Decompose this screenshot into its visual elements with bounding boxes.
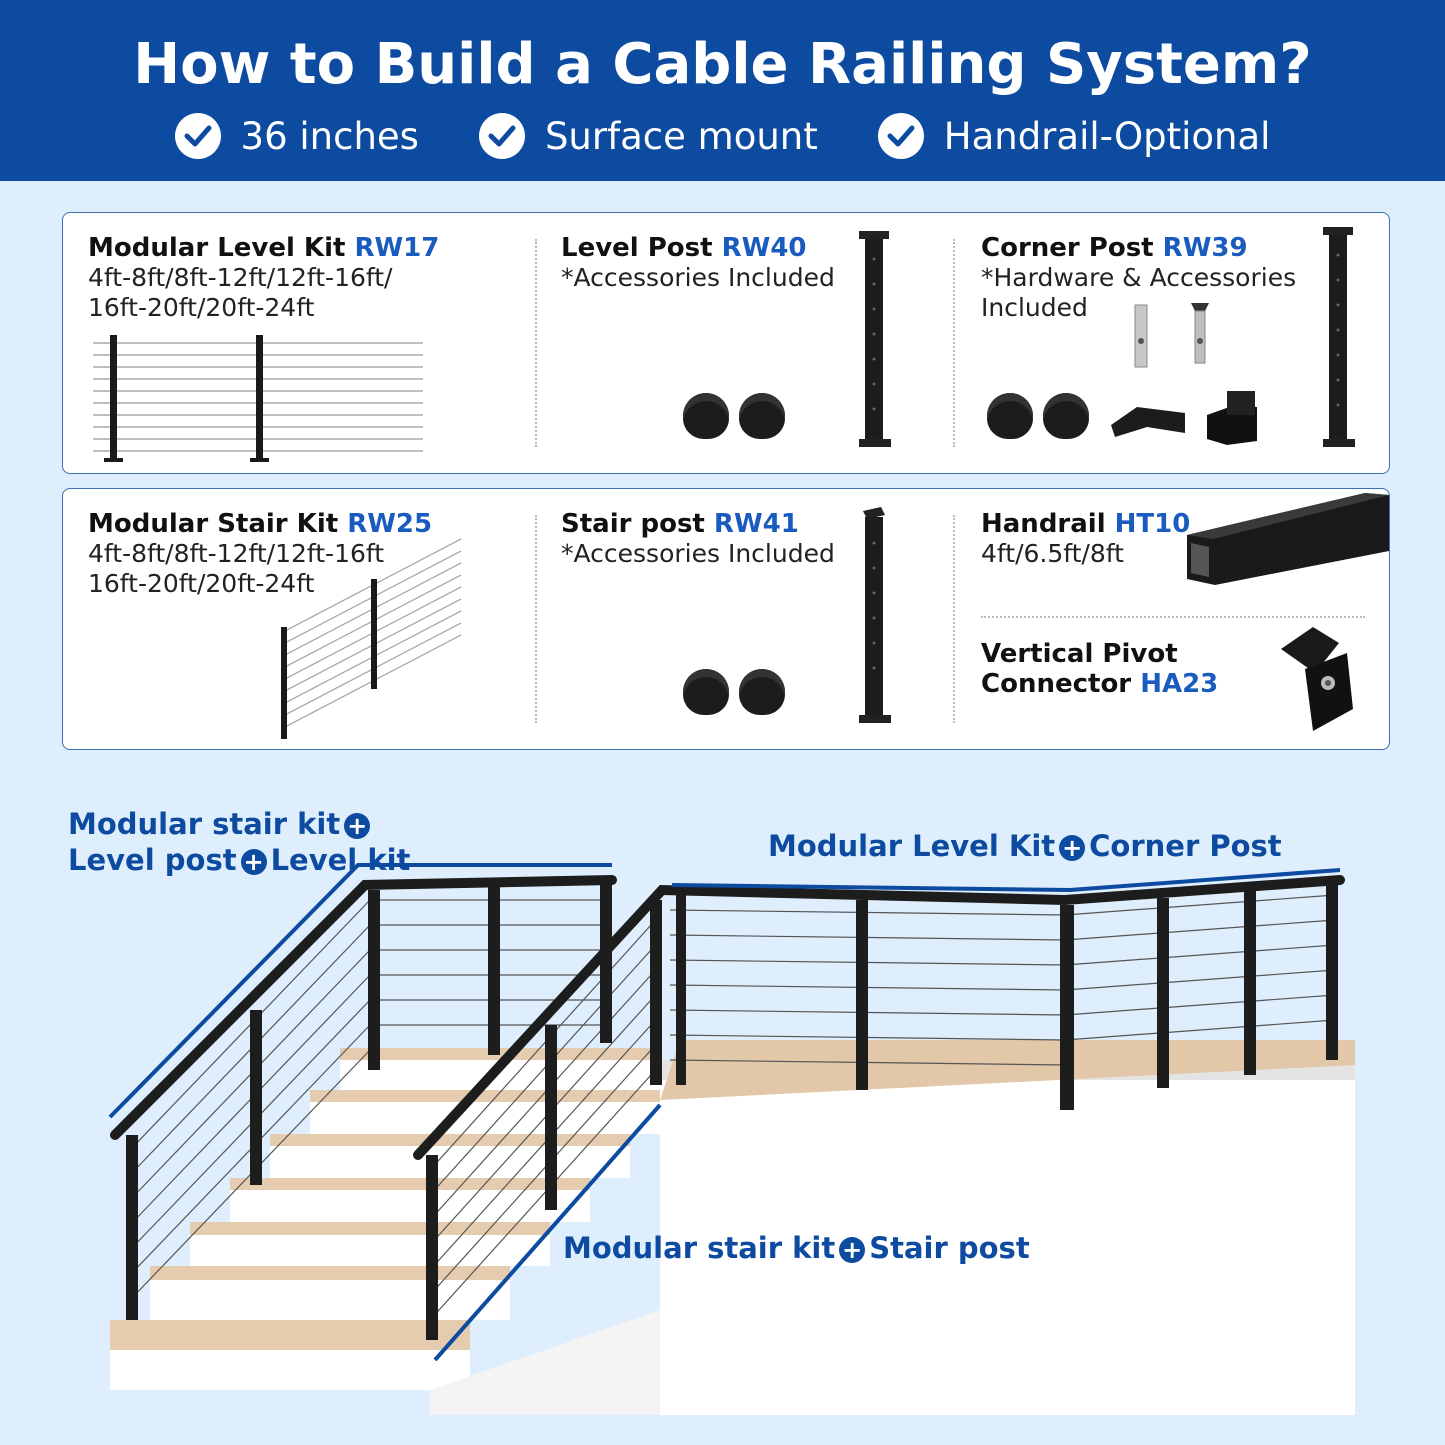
- plus-icon: +: [1059, 835, 1086, 861]
- check-icon: [877, 113, 924, 159]
- handrail-info: Handrail HT10 4ft/6.5ft/8ft: [981, 509, 1190, 569]
- pivot-connector-icon: [1281, 627, 1353, 731]
- level-cables: [370, 894, 1336, 1066]
- feature-item: Surface mount: [478, 113, 818, 159]
- handrail-title: Handrail HT10: [981, 509, 1191, 539]
- corner-post-note: *Hardware & Accessories: [981, 263, 1297, 292]
- stair-kit-sizes: 16ft-20ft/20ft-24ft: [88, 569, 315, 598]
- column-divider: [535, 515, 537, 723]
- plus-icon: +: [240, 849, 267, 875]
- stair-steps: [110, 1048, 660, 1415]
- pivot-info: Vertical Pivot Connector HA23: [981, 639, 1218, 699]
- post-cap-icon: [739, 669, 785, 715]
- hardware-bolts-icon: [1134, 303, 1209, 368]
- guide-lines: [108, 863, 1341, 1362]
- stair-post-note: *Accessories Included: [561, 539, 835, 568]
- level-kit-title: Modular Level Kit RW17: [88, 233, 440, 263]
- corner-post-title: Corner Post RW39: [981, 233, 1248, 263]
- stair-post-info: Stair post RW41 *Accessories Included: [561, 509, 835, 569]
- stair-post-icon: [859, 507, 891, 723]
- handrail-sizes: 4ft/6.5ft/8ft: [981, 539, 1124, 568]
- pivot-title: Vertical Pivot: [981, 639, 1178, 669]
- level-kit-sizes: 16ft-20ft/20ft-24ft: [88, 293, 315, 322]
- level-post-info: Level Post RW40 *Accessories Included: [561, 233, 835, 293]
- column-divider: [953, 515, 955, 723]
- feature-item: 36 inches: [174, 113, 419, 159]
- feature-label: Surface mount: [544, 114, 818, 158]
- check-icon: [174, 113, 221, 159]
- column-divider: [535, 239, 537, 447]
- stair-kit-illustration: [281, 538, 462, 739]
- post-cap-icon: [739, 393, 785, 439]
- feature-list: 36 inches Surface mount Handrail-Optiona…: [0, 113, 1445, 159]
- level-post-note: *Accessories Included: [561, 263, 835, 292]
- handrails: [110, 875, 1345, 1160]
- feature-label: 36 inches: [240, 114, 419, 158]
- corner-post-icon: [1323, 227, 1355, 447]
- header-banner: How to Build a Cable Railing System? 36 …: [0, 0, 1445, 181]
- railing-posts: [126, 878, 1338, 1340]
- post-cap-icon: [683, 669, 729, 715]
- plus-icon: +: [839, 1237, 866, 1263]
- post-cap-icon: [987, 393, 1033, 439]
- post-cap-icon: [683, 393, 729, 439]
- stair-kit-title: Modular Stair Kit RW25: [88, 509, 433, 539]
- callout-level-corner: Modular Level Kit+Corner Post: [768, 829, 1282, 863]
- railing-scene-illustration: [108, 863, 1355, 1415]
- pivot-title: Connector HA23: [981, 669, 1219, 699]
- stair-post-title: Stair post RW41: [561, 509, 799, 539]
- feature-label: Handrail-Optional: [943, 114, 1271, 158]
- callout-stair-post: Modular stair kit+Stair post: [563, 1231, 1030, 1265]
- callout-stair-level: Modular stair kit+ Level post+Level kit: [68, 807, 411, 877]
- stair-kit-info: Modular Stair Kit RW25 4ft-8ft/8ft-12ft/…: [88, 509, 432, 599]
- level-kit-info: Modular Level Kit RW17 4ft-8ft/8ft-12ft/…: [88, 233, 439, 323]
- check-icon: [478, 113, 525, 159]
- level-kit-illustration: [93, 335, 423, 462]
- level-kit-sizes: 4ft-8ft/8ft-12ft/12ft-16ft/: [88, 263, 393, 292]
- corner-bracket-icon: [1111, 391, 1257, 445]
- level-post-title: Level Post RW40: [561, 233, 807, 263]
- row-divider: [981, 616, 1365, 618]
- corner-post-note: Included: [981, 293, 1088, 322]
- feature-item: Handrail-Optional: [877, 113, 1271, 159]
- stair-kit-sizes: 4ft-8ft/8ft-12ft/12ft-16ft: [88, 539, 385, 568]
- column-divider: [953, 239, 955, 447]
- level-post-icon: [859, 231, 891, 447]
- stair-components-panel: Modular Stair Kit RW25 4ft-8ft/8ft-12ft/…: [62, 488, 1390, 750]
- plus-icon: +: [344, 813, 371, 839]
- handrail-icon: [1187, 493, 1389, 585]
- corner-post-info: Corner Post RW39 *Hardware & Accessories…: [981, 233, 1296, 323]
- level-components-panel: Modular Level Kit RW17 4ft-8ft/8ft-12ft/…: [62, 212, 1390, 474]
- page-title: How to Build a Cable Railing System?: [133, 32, 1312, 97]
- post-cap-icon: [1043, 393, 1089, 439]
